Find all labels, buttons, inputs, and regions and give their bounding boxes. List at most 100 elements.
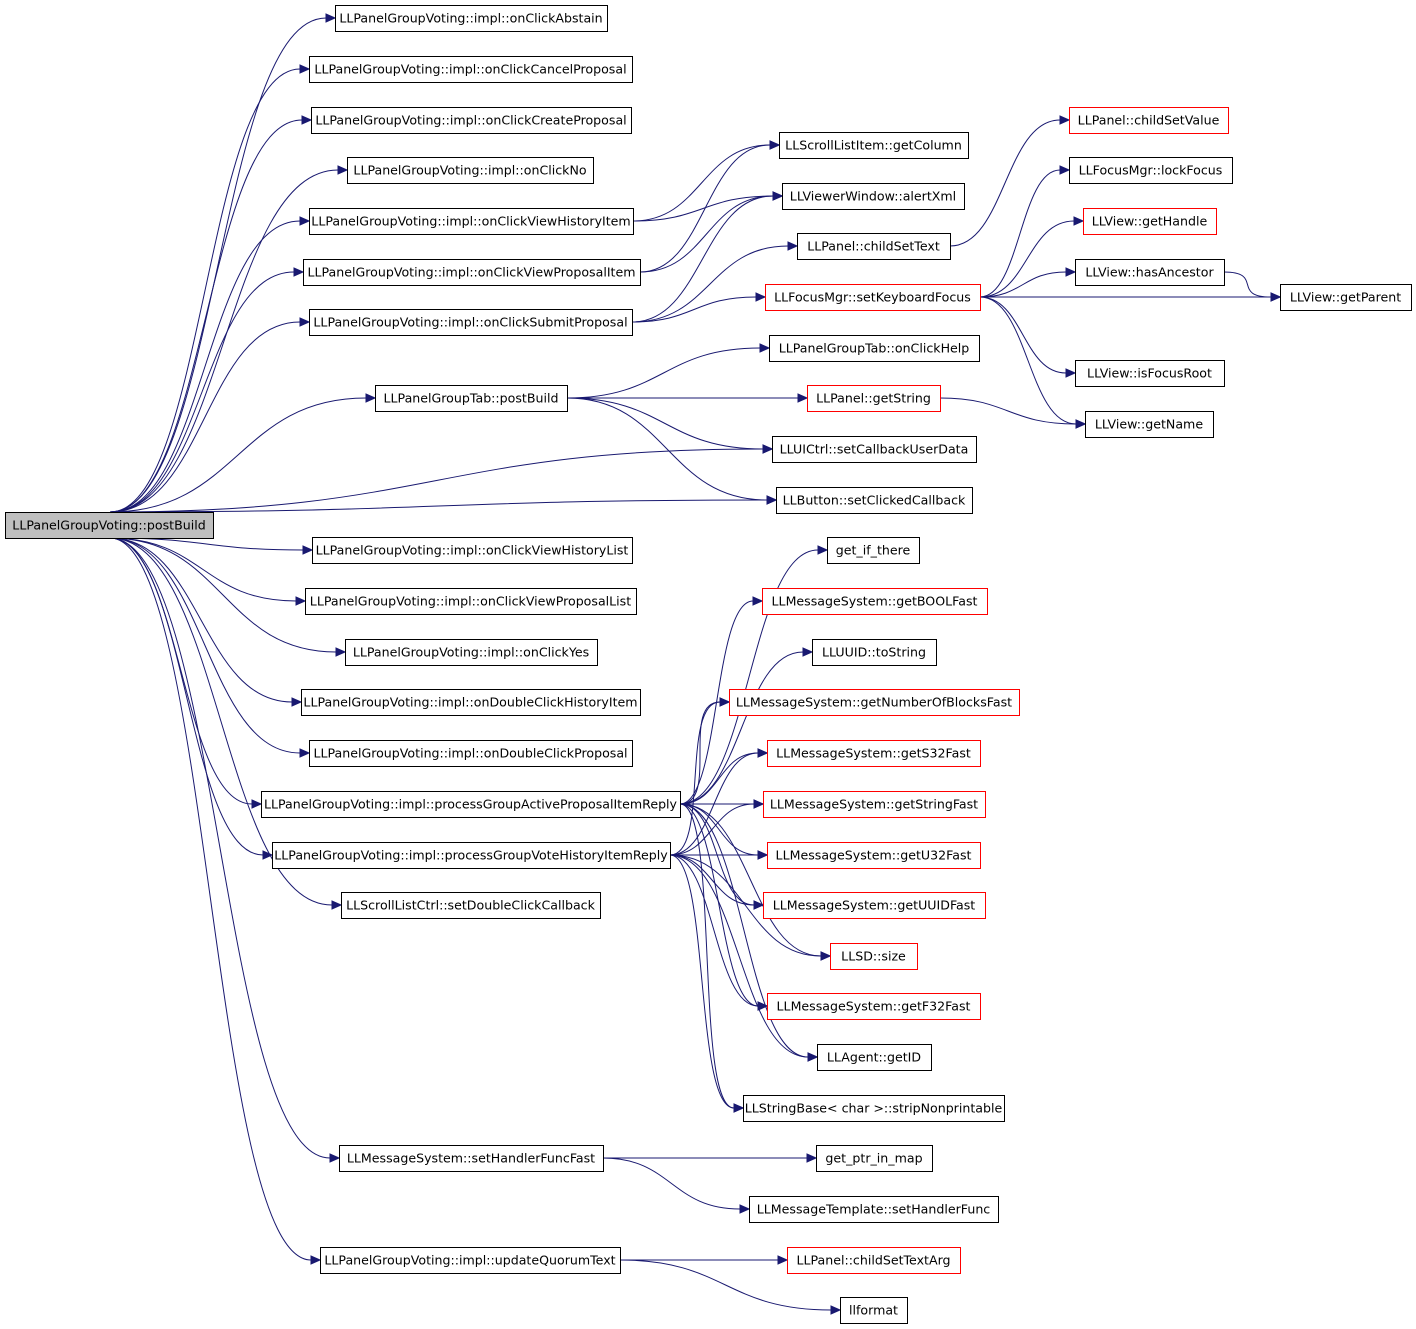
- node-box: [303, 259, 641, 286]
- node-llview-gethandle[interactable]: LLView::getHandle: [1083, 208, 1217, 235]
- edge-setkb-to-gethandle: [979, 216, 1085, 298]
- node-llmessagesystem-getf32fast[interactable]: LLMessageSystem::getF32Fast: [767, 993, 981, 1020]
- edge-pgvh-to-getuuid: [669, 854, 765, 910]
- node-llpanelgroupvoting-impl-onclickviewhistoryitem[interactable]: LLPanelGroupVoting::impl::onClickViewHis…: [309, 208, 634, 235]
- node-lluictrl-setcallbackuserdata[interactable]: LLUICtrl::setCallbackUserData: [772, 436, 977, 463]
- call-nodes: LLPanelGroupVoting::postBuildLLPanelGrou…: [5, 5, 1412, 1324]
- node-box: [341, 892, 601, 919]
- node-label: LLUICtrl::setCallbackUserData: [780, 442, 969, 457]
- edge-root-to-sldcc: [109, 537, 343, 910]
- node-llpanelgroupvoting-impl-onclickcancelproposal[interactable]: LLPanelGroupVoting::impl::onClickCancelP…: [309, 56, 633, 83]
- node-label: LLView::getParent: [1290, 290, 1401, 305]
- edge-pgap-to-getifthere: [679, 545, 829, 805]
- node-box: [272, 842, 671, 869]
- node-label: LLPanelGroupVoting::impl::onClickCancelP…: [314, 62, 626, 77]
- node-llpanel-childsettextarg[interactable]: LLPanel::childSetTextArg: [787, 1247, 961, 1274]
- edge-pgvh-to-getu32: [670, 850, 769, 860]
- node-box: [812, 639, 937, 666]
- node-llmessagesystem-gets32fast[interactable]: LLMessageSystem::getS32Fast: [767, 740, 981, 767]
- node-llfocusmgr-lockfocus[interactable]: LLFocusMgr::lockFocus: [1069, 157, 1233, 184]
- node-box: [1083, 208, 1217, 235]
- node-get-if-there[interactable]: get_if_there: [827, 537, 920, 564]
- node-llscrolllistctrl-setdoubleclickcallback[interactable]: LLScrollListCtrl::setDoubleClickCallback: [341, 892, 601, 919]
- node-llview-hasancestor[interactable]: LLView::hasAncestor: [1075, 259, 1225, 286]
- node-llpanel-getstring[interactable]: LLPanel::getString: [807, 385, 941, 412]
- node-llstringbase-char-stripnonprintable[interactable]: LLStringBase< char >::stripNonprintable: [743, 1095, 1005, 1122]
- node-box: [776, 487, 973, 514]
- edge-root-to-dcp: [109, 537, 311, 758]
- edge-pgvh-to-getnb: [669, 697, 731, 856]
- node-box: [765, 284, 981, 311]
- node-llfocusmgr-setkeyboardfocus[interactable]: LLFocusMgr::setKeyboardFocus: [765, 284, 981, 311]
- edge-root-to-submit: [109, 317, 311, 513]
- node-label: LLPanelGroupVoting::impl::onDoubleClickH…: [303, 695, 637, 710]
- node-label: LLAgent::getID: [827, 1050, 921, 1065]
- node-label: LLPanelGroupVoting::impl::updateQuorumTe…: [324, 1253, 615, 1268]
- node-llpanelgroupvoting-impl-onclickno[interactable]: LLPanelGroupVoting::impl::onClickNo: [347, 157, 594, 184]
- node-label: LLPanelGroupVoting::impl::onDoubleClickP…: [313, 746, 627, 761]
- node-box: [830, 943, 918, 970]
- node-llpanelgroupvoting-impl-onclicksubmitproposal[interactable]: LLPanelGroupVoting::impl::onClickSubmitP…: [309, 309, 633, 336]
- node-llview-getname[interactable]: LLView::getName: [1085, 411, 1214, 438]
- node-lluuid-tostring[interactable]: LLUUID::toString: [812, 639, 937, 666]
- node-box: [309, 309, 633, 336]
- node-box: [5, 512, 214, 539]
- node-llmessagetemplate-sethandlerfunc[interactable]: LLMessageTemplate::setHandlerFunc: [749, 1196, 999, 1223]
- node-llpanelgroupvoting-impl-processgroupactiveproposalitemreply[interactable]: LLPanelGroupVoting::impl::processGroupAc…: [261, 791, 681, 818]
- edge-root-to-cancel: [109, 64, 311, 513]
- node-label: LLPanelGroupVoting::impl::onClickSubmitP…: [313, 315, 627, 330]
- node-get-ptr-in-map[interactable]: get_ptr_in_map: [816, 1145, 933, 1172]
- node-label: LLMessageSystem::setHandlerFuncFast: [347, 1151, 595, 1166]
- node-label: LLView::hasAncestor: [1085, 265, 1214, 280]
- node-llpanelgroupvoting-impl-onclickviewproposallist[interactable]: LLPanelGroupVoting::impl::onClickViewPro…: [305, 588, 637, 615]
- edge-submit-to-setkb: [631, 292, 767, 323]
- node-llview-getparent[interactable]: LLView::getParent: [1280, 284, 1412, 311]
- call-edges: [109, 13, 1282, 1315]
- node-llpanelgroupvoting-impl-processgroupvotehistoryitemreply[interactable]: LLPanelGroupVoting::impl::processGroupVo…: [272, 842, 671, 869]
- node-llpanelgroupvoting-impl-updatequorumtext[interactable]: LLPanelGroupVoting::impl::updateQuorumTe…: [320, 1247, 621, 1274]
- node-llpanelgroupvoting-impl-ondoubleclickhistoryitem[interactable]: LLPanelGroupVoting::impl::onDoubleClickH…: [301, 689, 641, 716]
- node-llviewerwindow-alertxml[interactable]: LLViewerWindow::alertXml: [782, 183, 965, 210]
- node-label: LLPanelGroupVoting::impl::onClickViewHis…: [311, 214, 630, 229]
- node-llmessagesystem-sethandlerfuncfast[interactable]: LLMessageSystem::setHandlerFuncFast: [339, 1145, 604, 1172]
- node-box: [767, 993, 981, 1020]
- node-llpanelgroupvoting-impl-onclickabstain[interactable]: LLPanelGroupVoting::impl::onClickAbstain: [335, 5, 608, 32]
- node-llagent-getid[interactable]: LLAgent::getID: [817, 1044, 932, 1071]
- node-llmessagesystem-getboolfast[interactable]: LLMessageSystem::getBOOLFast: [762, 588, 988, 615]
- node-llmessagesystem-getstringfast[interactable]: LLMessageSystem::getStringFast: [763, 791, 986, 818]
- edge-pgap-to-tostring: [679, 647, 814, 805]
- node-llpanel-childsetvalue[interactable]: LLPanel::childSetValue: [1069, 107, 1229, 134]
- node-llpanelgroupvoting-impl-onclickcreateproposal[interactable]: LLPanelGroupVoting::impl::onClickCreateP…: [311, 107, 632, 134]
- edge-pgvh-to-getf32: [669, 854, 769, 1011]
- node-box: [797, 233, 951, 260]
- node-llpanelgrouptab-postbuild[interactable]: LLPanelGroupTab::postBuild: [375, 385, 568, 412]
- node-llsd-size[interactable]: LLSD::size: [830, 943, 918, 970]
- node-llformat[interactable]: llformat: [840, 1297, 908, 1324]
- node-llpanelgrouptab-onclickhelp[interactable]: LLPanelGroupTab::onClickHelp: [769, 335, 980, 362]
- node-llmessagesystem-getuuidfast[interactable]: LLMessageSystem::getUUIDFast: [763, 892, 986, 919]
- node-llscrolllistitem-getcolumn[interactable]: LLScrollListItem::getColumn: [779, 132, 969, 159]
- node-label: LLScrollListCtrl::setDoubleClickCallback: [346, 898, 595, 913]
- root-node[interactable]: LLPanelGroupVoting::postBuild: [5, 512, 214, 539]
- node-llpanelgroupvoting-impl-onclickviewproposalitem[interactable]: LLPanelGroupVoting::impl::onClickViewPro…: [303, 259, 641, 286]
- node-llpanelgroupvoting-impl-ondoubleclickproposal[interactable]: LLPanelGroupVoting::impl::onDoubleClickP…: [309, 740, 633, 767]
- node-box: [840, 1297, 908, 1324]
- edge-tabpost-to-setclk: [566, 397, 778, 505]
- edge-pgvh-to-gets32: [669, 748, 769, 856]
- node-llmessagesystem-getu32fast[interactable]: LLMessageSystem::getU32Fast: [767, 842, 981, 869]
- node-llpanel-childsettext[interactable]: LLPanel::childSetText: [797, 233, 951, 260]
- node-llmessagesystem-getnumberofblocksfast[interactable]: LLMessageSystem::getNumberOfBlocksFast: [729, 689, 1020, 716]
- node-llbutton-setclickedcallback[interactable]: LLButton::setClickedCallback: [776, 487, 973, 514]
- node-llpanelgroupvoting-impl-onclickyes[interactable]: LLPanelGroupVoting::impl::onClickYes: [345, 639, 598, 666]
- edge-pgvh-to-size: [669, 854, 832, 961]
- node-label: LLPanelGroupVoting::impl::onClickNo: [353, 163, 586, 178]
- node-label: get_if_there: [836, 543, 911, 558]
- node-box: [779, 132, 969, 159]
- node-llview-isfocusroot[interactable]: LLView::isFocusRoot: [1075, 360, 1225, 387]
- edge-childtext-to-childval: [949, 115, 1071, 247]
- node-box: [787, 1247, 961, 1274]
- node-label: LLMessageSystem::getStringFast: [770, 797, 978, 812]
- edge-root-to-abstain: [109, 13, 337, 513]
- node-llpanelgroupvoting-impl-onclickviewhistorylist[interactable]: LLPanelGroupVoting::impl::onClickViewHis…: [312, 537, 633, 564]
